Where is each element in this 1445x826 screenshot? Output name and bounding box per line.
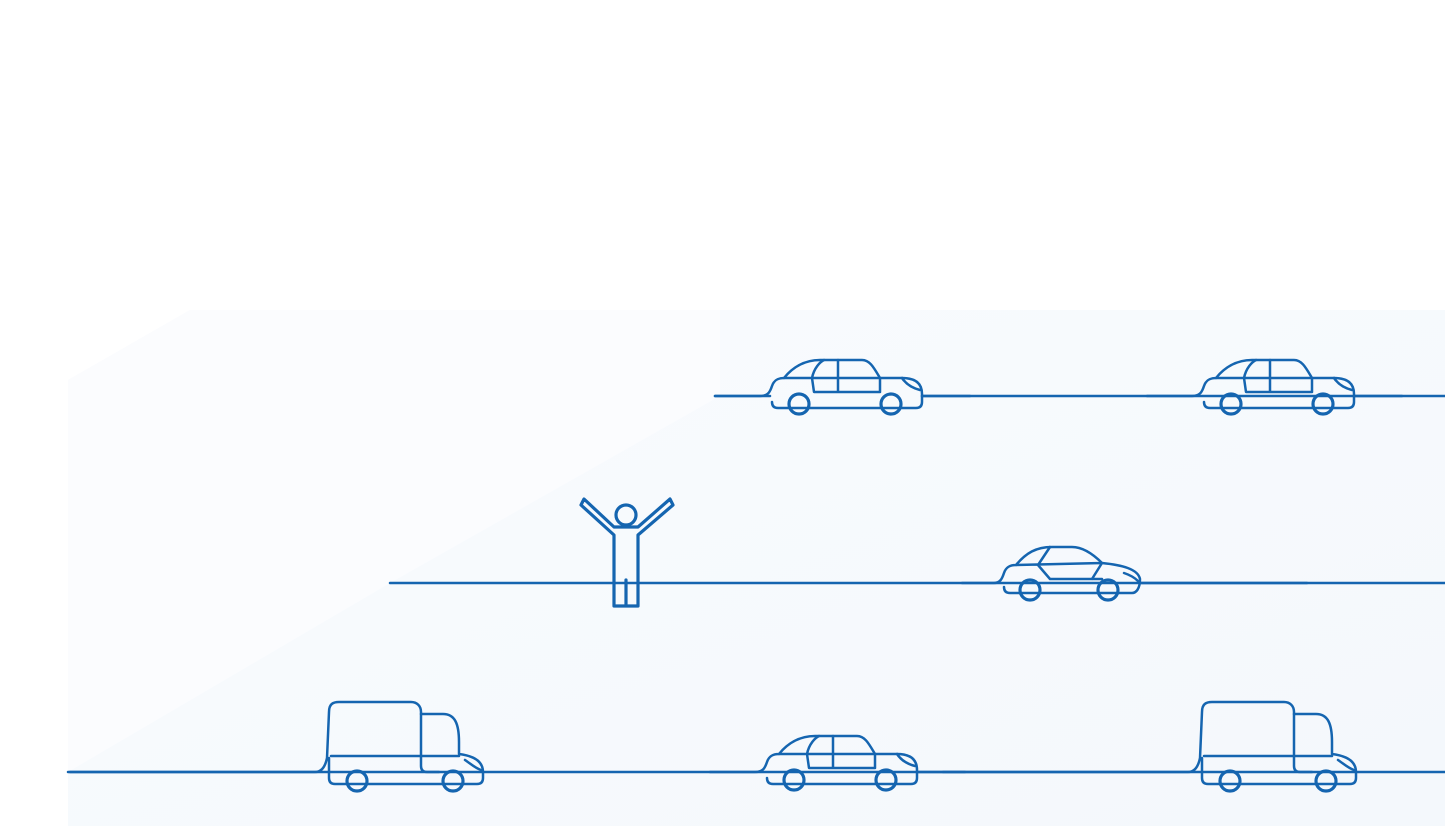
- person-icon: [579, 497, 675, 608]
- bottom-lane: [66, 700, 1445, 793]
- top-lane: [713, 358, 1445, 416]
- middle-lane: [388, 497, 1445, 608]
- shade-wedge: [68, 310, 720, 772]
